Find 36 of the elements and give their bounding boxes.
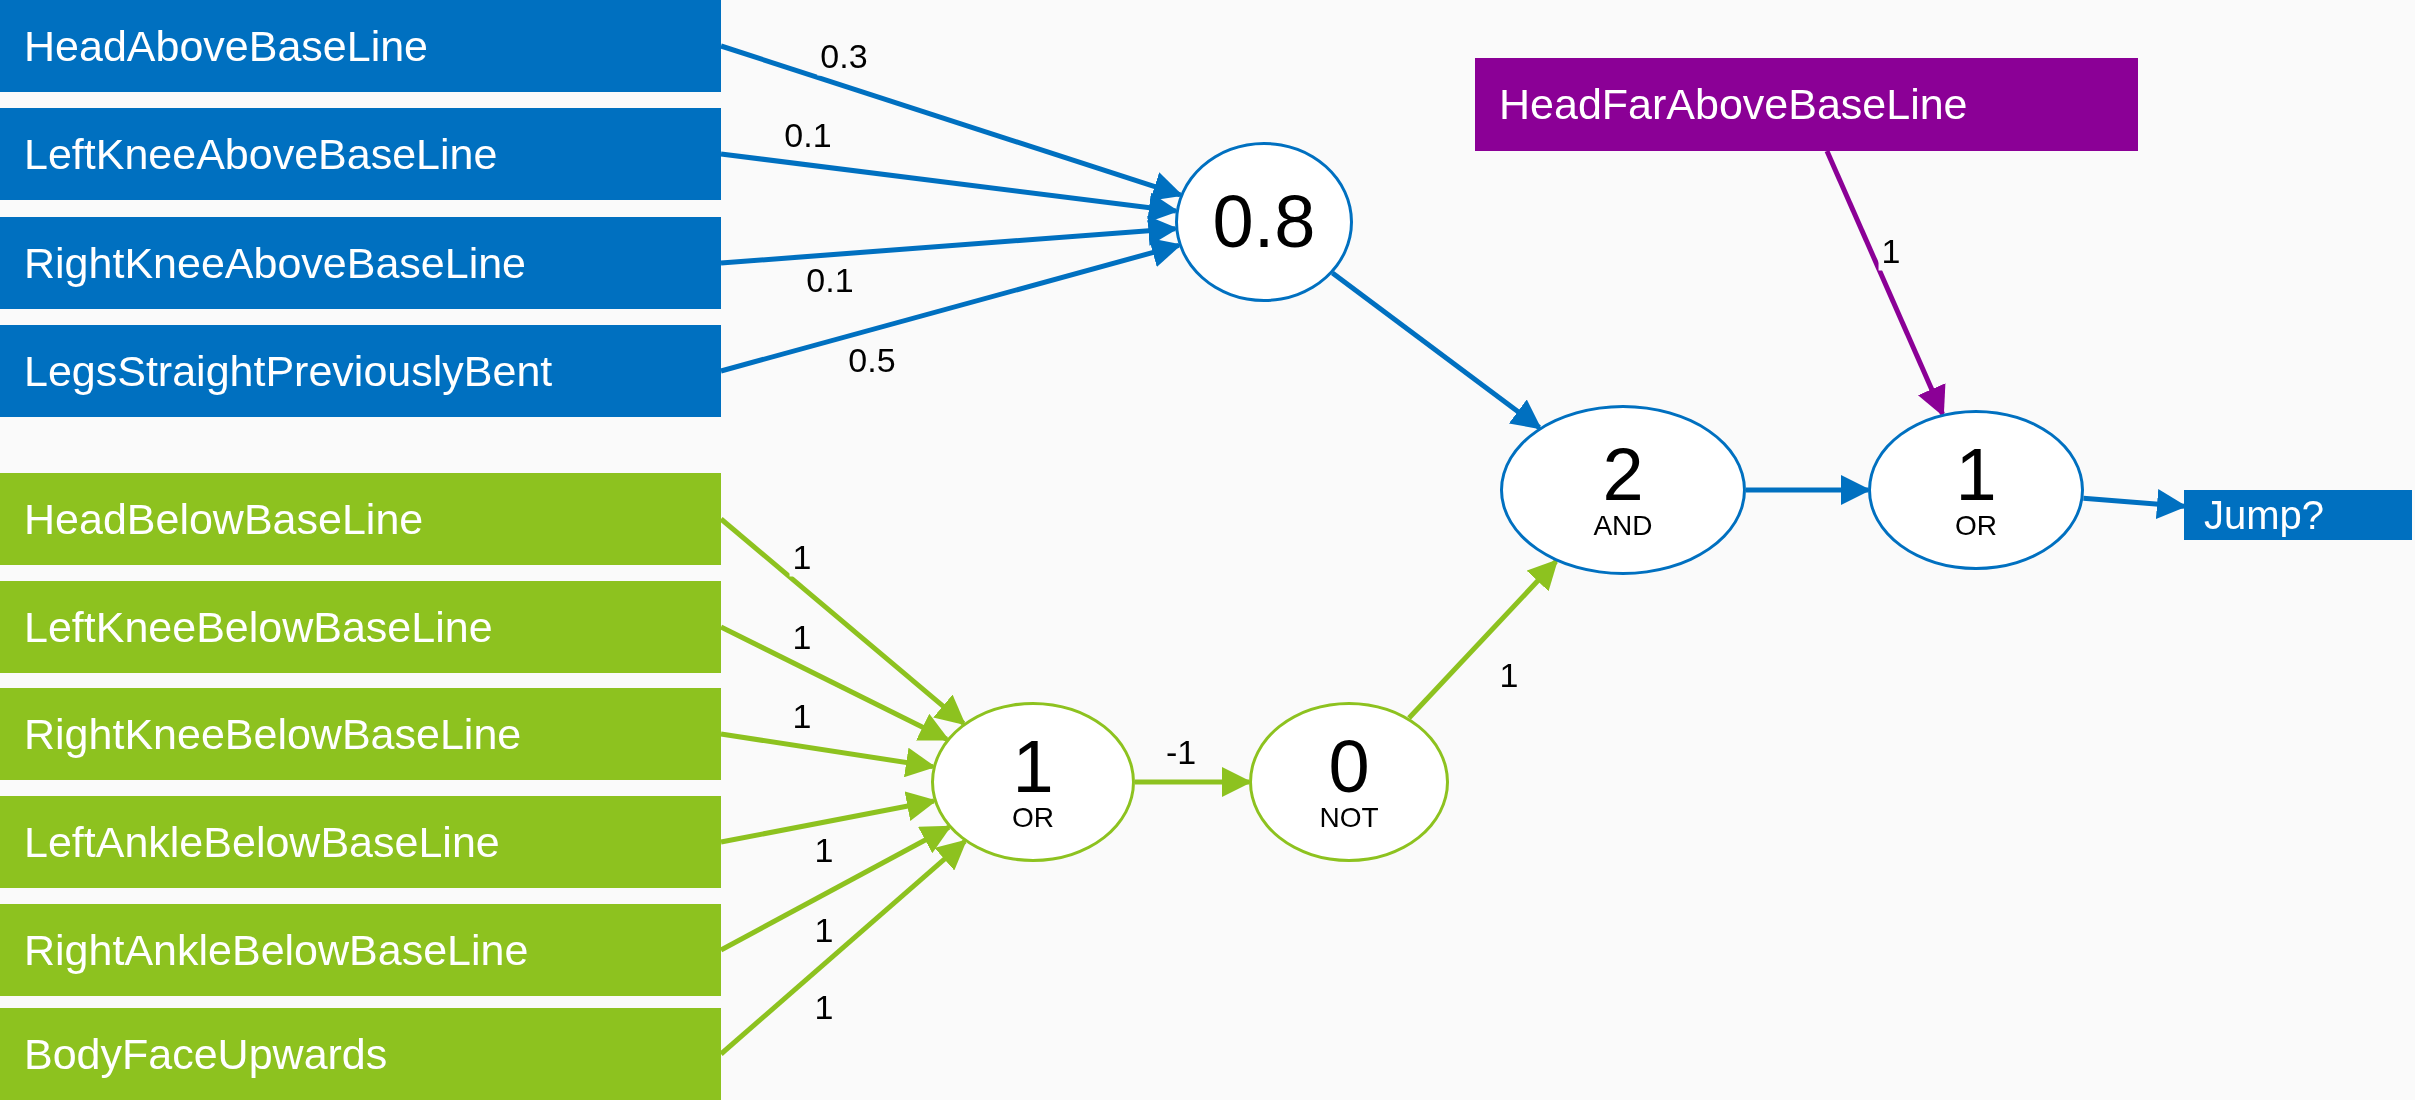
input-box — [0, 1008, 721, 1100]
node-label: Jump? — [2204, 492, 2325, 538]
node-label: RightKneeAboveBaseLine — [24, 238, 527, 288]
node-label: LeftKneeAboveBaseLine — [24, 129, 498, 179]
node-label: RightAnkleBelowBaseLine — [24, 925, 529, 975]
node-label: LegsStraightPreviouslyBent — [24, 346, 553, 396]
node-label: HeadAboveBaseLine — [24, 21, 429, 71]
node-label: RightKneeBelowBaseLine — [24, 709, 522, 759]
output-box — [2184, 490, 2412, 540]
input-box — [0, 325, 721, 417]
threshold-value: 2 — [1601, 438, 1645, 512]
node-label: BodyFaceUpwards — [24, 1029, 388, 1079]
arrow — [1824, 150, 1946, 417]
input-box — [0, 473, 721, 565]
node-label: HeadBelowBaseLine — [24, 494, 424, 544]
gate-type: NOT — [1318, 804, 1380, 832]
node-label: HeadFarAboveBaseLine — [1499, 80, 1968, 129]
arrow — [1330, 271, 1542, 430]
threshold-value: 1 — [1954, 438, 1998, 512]
input-box — [0, 0, 721, 92]
arrow — [1407, 559, 1559, 720]
gate-type: AND — [1592, 512, 1654, 540]
gate-type: OR — [1011, 804, 1055, 832]
input-box — [0, 904, 721, 996]
input-box — [0, 796, 721, 888]
node-label: LeftKneeBelowBaseLine — [24, 602, 493, 652]
gate-type: OR — [1954, 512, 1998, 540]
input-box — [0, 688, 721, 780]
input-box — [0, 581, 721, 673]
input-box — [1475, 58, 2138, 151]
input-box — [0, 217, 721, 309]
threshold-value: 1 — [1011, 730, 1055, 804]
node-label: LeftAnkleBelowBaseLine — [24, 817, 500, 867]
threshold-value: 0 — [1327, 730, 1371, 804]
threshold-value: 0.8 — [1211, 185, 1317, 259]
input-box — [0, 108, 721, 200]
